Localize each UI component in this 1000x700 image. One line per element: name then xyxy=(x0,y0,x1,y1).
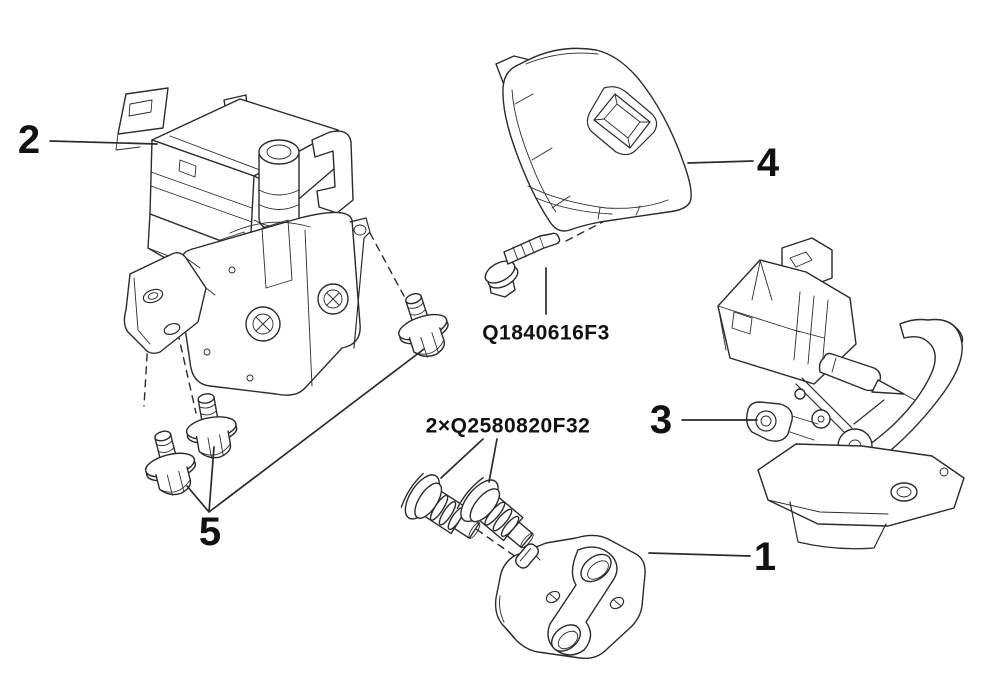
flange-bolt xyxy=(179,389,242,463)
flange-bolt xyxy=(387,285,457,365)
leader-callout-1 xyxy=(648,552,751,557)
lock-actuator-drawing xyxy=(717,237,965,550)
callout-1: 1 xyxy=(753,535,777,579)
leader-striker-bolt-code xyxy=(440,438,498,483)
callout-5: 5 xyxy=(198,510,222,554)
leader-lines xyxy=(49,140,758,557)
cover-screw-drawing xyxy=(484,232,561,315)
part-code-striker-bolts: 2×Q2580820F32 xyxy=(425,414,591,438)
emblem-cover-drawing xyxy=(495,47,692,232)
leader-callout-5 xyxy=(186,348,425,513)
renault-diamond-logo xyxy=(586,86,658,156)
callout-2: 2 xyxy=(17,118,41,162)
tailgate-latch-drawing xyxy=(115,87,371,396)
leader-callout-4 xyxy=(687,160,754,164)
callout-3: 3 xyxy=(649,398,673,442)
leader-callout-2 xyxy=(49,140,158,145)
striker-plate-drawing xyxy=(494,534,646,660)
striker-bolts-drawing xyxy=(395,467,547,563)
callout-4: 4 xyxy=(756,141,780,185)
part-code-cover-screw: Q1840616F3 xyxy=(482,321,610,345)
